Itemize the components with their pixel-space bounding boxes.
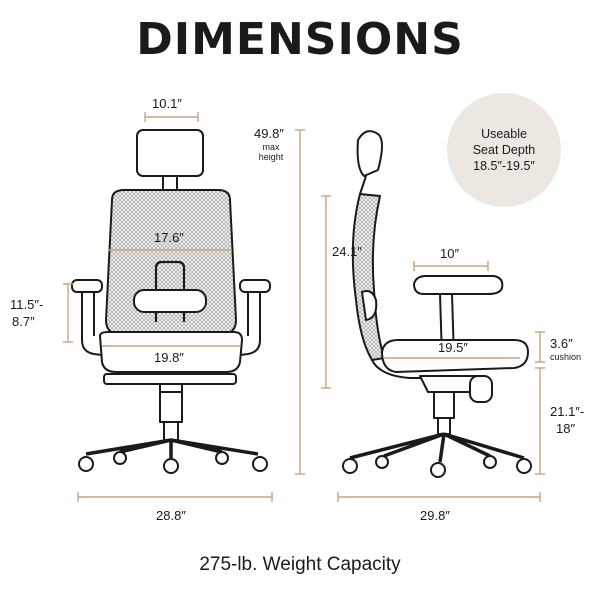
seat-height-line2: 18″ bbox=[556, 421, 576, 436]
base-width-label: 28.8″ bbox=[156, 508, 186, 523]
max-height-note-line2: height bbox=[258, 152, 284, 162]
max-height-label: 49.8″ bbox=[254, 126, 284, 141]
badge-line3: 18.5″-19.5″ bbox=[473, 159, 535, 173]
seat-height-line1: 21.1″- bbox=[550, 404, 585, 419]
weight-capacity: 275-lb. Weight Capacity bbox=[199, 554, 401, 575]
cushion-thickness-label: 3.6″ bbox=[550, 336, 573, 351]
back-width-label: 17.6″ bbox=[154, 230, 184, 245]
badge-line2: Seat Depth bbox=[472, 143, 536, 157]
armrest-range-line1: 11.5″- bbox=[10, 297, 44, 312]
seat-depth-label: 19.5″ bbox=[438, 340, 468, 355]
dimension-lines bbox=[63, 112, 545, 502]
headrest-width-label: 10.1″ bbox=[152, 96, 182, 111]
seat-width-label: 19.8″ bbox=[154, 350, 184, 365]
cushion-label: cushion bbox=[550, 352, 582, 362]
max-height-note-line1: max bbox=[262, 142, 280, 152]
page-title: DIMENSIONS bbox=[136, 14, 464, 65]
arm-depth-label: 10″ bbox=[440, 246, 460, 261]
base-depth-label: 29.8″ bbox=[420, 508, 450, 523]
armrest-range-line2: 8.7″ bbox=[12, 314, 35, 329]
back-height-label: 24.1″ bbox=[332, 244, 362, 259]
max-height-note: max height bbox=[254, 142, 288, 162]
badge-line1: Useable bbox=[481, 127, 527, 141]
seat-depth-badge: Useable Seat Depth 18.5″-19.5″ bbox=[447, 93, 561, 207]
front-chair bbox=[71, 129, 271, 474]
